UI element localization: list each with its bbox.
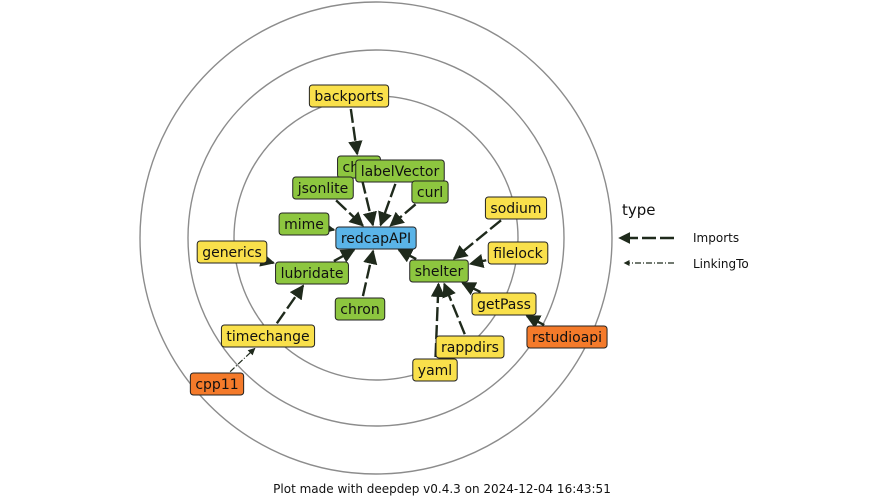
node-chron: chron bbox=[334, 297, 386, 321]
level-ring-2 bbox=[187, 49, 565, 427]
node-box-curl bbox=[411, 180, 449, 204]
node-box-rstudioapi bbox=[526, 325, 608, 349]
node-label-generics: generics bbox=[202, 245, 262, 261]
node-cpp11: cpp11 bbox=[189, 372, 245, 396]
node-shelter: shelter bbox=[409, 259, 469, 283]
dependency-graph: redcapAPIcheclabelVectorjsonlitecurlmime… bbox=[139, 1, 749, 475]
legend-title: type bbox=[622, 201, 656, 219]
nodes: redcapAPIcheclabelVectorjsonlitecurlmime… bbox=[189, 84, 608, 396]
edge-rstudioapi-to-getPass bbox=[525, 314, 545, 329]
node-mime: mime bbox=[278, 212, 330, 236]
node-box-cpp11 bbox=[189, 372, 245, 396]
node-box-redcapAPI bbox=[335, 226, 417, 250]
node-labelVector: labelVector bbox=[355, 159, 445, 183]
node-label-curl: curl bbox=[417, 185, 443, 201]
node-box-filelock bbox=[487, 241, 549, 265]
level-ring-3 bbox=[139, 1, 613, 475]
node-rstudioapi: rstudioapi bbox=[526, 325, 608, 349]
node-label-shelter: shelter bbox=[415, 264, 464, 280]
edge-mime-to-redcapAPI bbox=[319, 220, 336, 235]
node-redcapAPI: redcapAPI bbox=[335, 226, 417, 250]
node-label-lubridate: lubridate bbox=[281, 266, 344, 282]
node-label-yaml: yaml bbox=[418, 363, 452, 379]
edge-generics-to-lubridate bbox=[259, 252, 276, 267]
node-getPass: getPass bbox=[471, 292, 537, 316]
legend: type Imports LinkingTo bbox=[618, 201, 749, 271]
node-generics: generics bbox=[196, 240, 268, 264]
node-timechange: timechange bbox=[220, 324, 316, 348]
node-label-sodium: sodium bbox=[490, 201, 541, 217]
node-label-redcapAPI: redcapAPI bbox=[341, 231, 411, 247]
node-box-timechange bbox=[220, 324, 316, 348]
node-curl: curl bbox=[411, 180, 449, 204]
edge-jsonlite-to-redcapAPI bbox=[335, 199, 364, 227]
legend-linkingto-label: LinkingTo bbox=[693, 257, 749, 271]
node-backports: backports bbox=[308, 84, 390, 108]
node-filelock: filelock bbox=[487, 241, 549, 265]
node-box-labelVector bbox=[355, 159, 445, 183]
node-box-jsonlite bbox=[292, 176, 354, 200]
edge-lubridate-to-redcapAPI bbox=[333, 248, 356, 263]
node-jsonlite: jsonlite bbox=[292, 176, 354, 200]
edge-curl-to-redcapAPI bbox=[389, 203, 417, 227]
node-label-rappdirs: rappdirs bbox=[441, 340, 499, 356]
edges bbox=[229, 108, 545, 373]
node-box-rappdirs bbox=[435, 335, 505, 359]
edge-checkmate-to-redcapAPI bbox=[360, 179, 377, 227]
plot-caption: Plot made with deepdep v0.4.3 on 2024-12… bbox=[273, 482, 611, 496]
edge-timechange-to-lubridate bbox=[275, 284, 305, 325]
node-lubridate: lubridate bbox=[275, 261, 349, 285]
edge-sodium-to-shelter bbox=[452, 219, 502, 260]
node-box-shelter bbox=[409, 259, 469, 283]
node-sodium: sodium bbox=[484, 196, 548, 220]
node-box-yaml bbox=[412, 358, 458, 382]
edge-cpp11-to-timechange bbox=[229, 347, 256, 373]
edge-getPass-to-shelter bbox=[461, 281, 482, 296]
legend-imports-label: Imports bbox=[693, 231, 739, 245]
node-label-jsonlite: jsonlite bbox=[297, 181, 349, 197]
edge-labelVector-to-redcapAPI bbox=[378, 183, 397, 227]
node-box-generics bbox=[196, 240, 268, 264]
node-box-chron bbox=[334, 297, 386, 321]
node-box-getPass bbox=[471, 292, 537, 316]
node-label-getPass: getPass bbox=[477, 297, 531, 313]
node-label-labelVector: labelVector bbox=[361, 164, 440, 180]
node-box-backports bbox=[308, 84, 390, 108]
node-label-cpp11: cpp11 bbox=[195, 377, 238, 393]
node-box-mime bbox=[278, 212, 330, 236]
node-label-mime: mime bbox=[284, 217, 324, 233]
node-label-rstudioapi: rstudioapi bbox=[532, 330, 602, 346]
node-rappdirs: rappdirs bbox=[435, 335, 505, 359]
edge-chron-to-redcapAPI bbox=[361, 249, 378, 297]
edge-rappdirs-to-shelter bbox=[442, 282, 466, 335]
node-label-filelock: filelock bbox=[493, 246, 543, 262]
node-yaml: yaml bbox=[412, 358, 458, 382]
node-label-timechange: timechange bbox=[226, 329, 309, 345]
edge-backports-to-checkmate bbox=[348, 108, 363, 156]
edge-shelter-to-redcapAPI bbox=[397, 248, 417, 263]
node-box-lubridate bbox=[275, 261, 349, 285]
node-label-chron: chron bbox=[340, 302, 379, 318]
edge-filelock-to-shelter bbox=[468, 253, 487, 269]
node-box-sodium bbox=[484, 196, 548, 220]
node-label-backports: backports bbox=[314, 89, 383, 105]
